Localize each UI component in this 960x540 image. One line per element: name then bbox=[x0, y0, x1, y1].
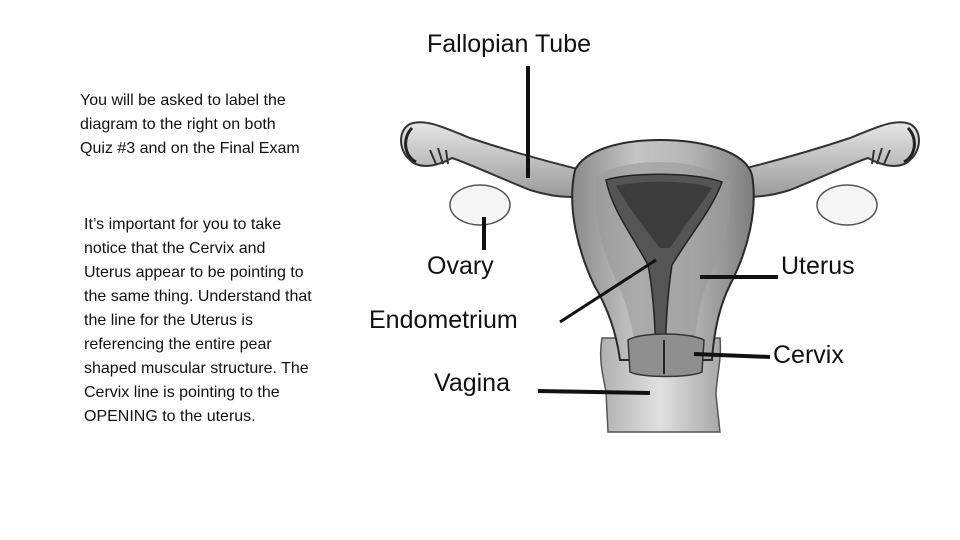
fallopian-tube-label: Fallopian Tube bbox=[427, 30, 591, 59]
right-fallopian-tube-shape bbox=[730, 122, 919, 197]
uterus-label: Uterus bbox=[781, 252, 855, 281]
left-fallopian-tube-shape bbox=[401, 122, 590, 197]
ovary-label: Ovary bbox=[427, 252, 494, 281]
left-ovary-shape bbox=[450, 185, 510, 225]
endometrium-label: Endometrium bbox=[369, 306, 518, 335]
cervix-shape bbox=[628, 334, 704, 377]
vagina-pointer-line bbox=[538, 391, 650, 393]
right-ovary-shape bbox=[817, 185, 877, 225]
vagina-label: Vagina bbox=[434, 369, 510, 398]
cervix-label: Cervix bbox=[773, 341, 844, 370]
